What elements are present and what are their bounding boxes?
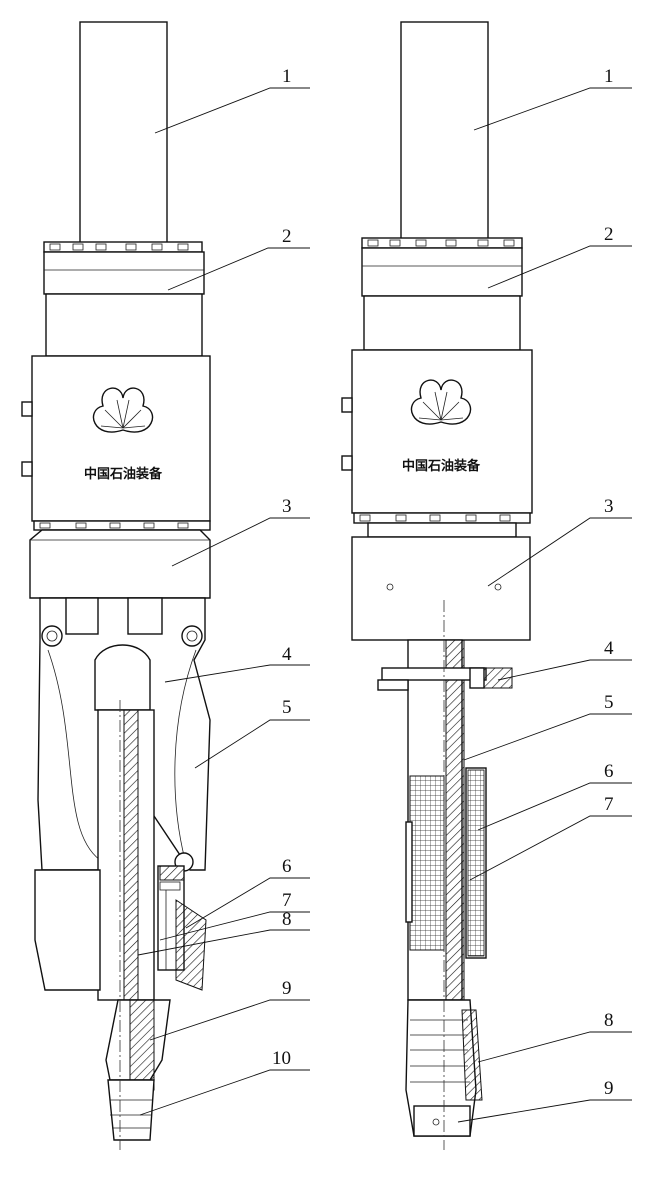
left-logo-block: 中国石油装备 — [21, 355, 211, 522]
right-callout-5: 5 — [604, 692, 614, 713]
right-callout-9: 9 — [604, 1078, 614, 1099]
left-callout-8: 8 — [282, 909, 292, 930]
left-bottom-bolt-row — [33, 520, 211, 531]
right-callout-1: 1 — [604, 66, 614, 87]
left-housing — [43, 251, 205, 357]
right-callout-4: 4 — [604, 638, 614, 659]
petal-logo-icon — [92, 387, 154, 433]
right-callout-3: 3 — [604, 496, 614, 517]
left-nose — [34, 869, 207, 1141]
left-inner-tube — [97, 709, 185, 1041]
right-callout-7: 7 — [604, 794, 614, 815]
left-callout-5: 5 — [282, 697, 292, 718]
right-top-bolt-row — [361, 237, 523, 249]
left-callouts: 1 2 3 4 5 6 7 8 9 10 — [272, 66, 292, 1069]
right-callout-6: 6 — [604, 761, 614, 782]
right-callouts: 1 2 3 4 5 6 7 8 9 — [604, 66, 614, 1099]
brand-text-right: 中国石油装备 — [402, 458, 481, 474]
left-callout-7: 7 — [282, 890, 292, 911]
right-mandrel — [377, 639, 513, 1061]
left-top-bolt-row — [43, 241, 203, 253]
left-callout-3: 3 — [282, 496, 292, 517]
right-callout-8: 8 — [604, 1010, 614, 1031]
petal-logo-icon — [410, 379, 472, 425]
left-callout-6: 6 — [282, 856, 292, 877]
left-view: 中国石油装备 — [21, 21, 310, 1150]
brand-text: 中国石油装备 — [84, 466, 163, 482]
left-callout-4: 4 — [282, 644, 292, 665]
left-leaders — [137, 87, 310, 1116]
left-collar — [29, 529, 211, 599]
left-callout-2: 2 — [282, 226, 292, 247]
right-logo-block: 中国石油装备 — [341, 349, 533, 514]
left-callout-10: 10 — [272, 1048, 291, 1069]
right-nose — [405, 999, 483, 1137]
left-callout-1: 1 — [282, 66, 292, 87]
right-housing — [361, 247, 523, 351]
right-collar — [351, 522, 531, 641]
left-callout-9: 9 — [282, 978, 292, 999]
right-callout-2: 2 — [604, 224, 614, 245]
right-shaft — [400, 21, 489, 245]
left-shaft — [79, 21, 168, 245]
right-leaders — [457, 87, 632, 1123]
right-view: 中国石油装备 — [341, 21, 632, 1150]
right-bottom-bolt-row — [353, 512, 531, 524]
